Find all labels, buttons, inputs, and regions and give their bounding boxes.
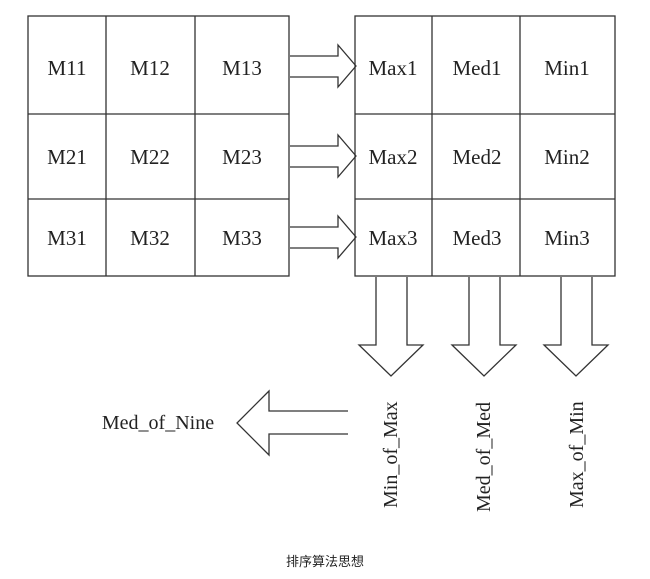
input-cell: M23 (222, 145, 262, 169)
sorted-cell: Min2 (544, 145, 590, 169)
final-result: Med_of_Nine (102, 412, 214, 434)
down-arrow-icon (542, 277, 610, 377)
input-cell: M32 (130, 226, 170, 250)
right-arrow-icon (290, 214, 357, 260)
sorted-cell: Med2 (453, 145, 502, 169)
sorted-cell: Max2 (369, 145, 418, 169)
left-arrow-icon (236, 389, 348, 457)
input-matrix-border (27, 15, 290, 277)
input-cell: M13 (222, 56, 262, 80)
input-matrix: M11 M12 M13 M21 M22 M23 M31 M32 M33 (27, 15, 290, 277)
sorted-cell: Max3 (369, 226, 418, 250)
input-cell: M31 (47, 226, 87, 250)
input-cell: M12 (130, 56, 170, 80)
input-cell: M33 (222, 226, 262, 250)
figure-caption: 排序算法思想 (285, 555, 364, 570)
column-results: Min_of_Max Med_of_Med Max_of_Min (380, 401, 588, 512)
right-arrow-icon (290, 133, 357, 179)
sorted-cell: Min3 (544, 226, 590, 250)
row-sort-arrows (290, 43, 357, 260)
sorted-cell: Med1 (453, 56, 502, 80)
input-cell: M22 (130, 145, 170, 169)
sorted-matrix: Max1 Med1 Min1 Max2 Med2 Min2 Max3 Med3 … (354, 15, 616, 277)
sorted-cell: Min1 (544, 56, 590, 80)
input-cell: M11 (48, 56, 87, 80)
sorted-cell: Med3 (453, 226, 502, 250)
right-arrow-icon (290, 43, 357, 89)
column-sort-arrows (357, 277, 610, 377)
sorted-cell: Max1 (369, 56, 418, 80)
down-arrow-icon (450, 277, 518, 377)
input-cell: M21 (47, 145, 87, 169)
down-arrow-icon (357, 277, 425, 377)
result-med-of-med: Med_of_Med (473, 402, 495, 512)
sorted-matrix-border (354, 15, 616, 277)
result-max-of-min: Max_of_Min (566, 401, 588, 508)
result-min-of-max: Min_of_Max (380, 401, 402, 508)
